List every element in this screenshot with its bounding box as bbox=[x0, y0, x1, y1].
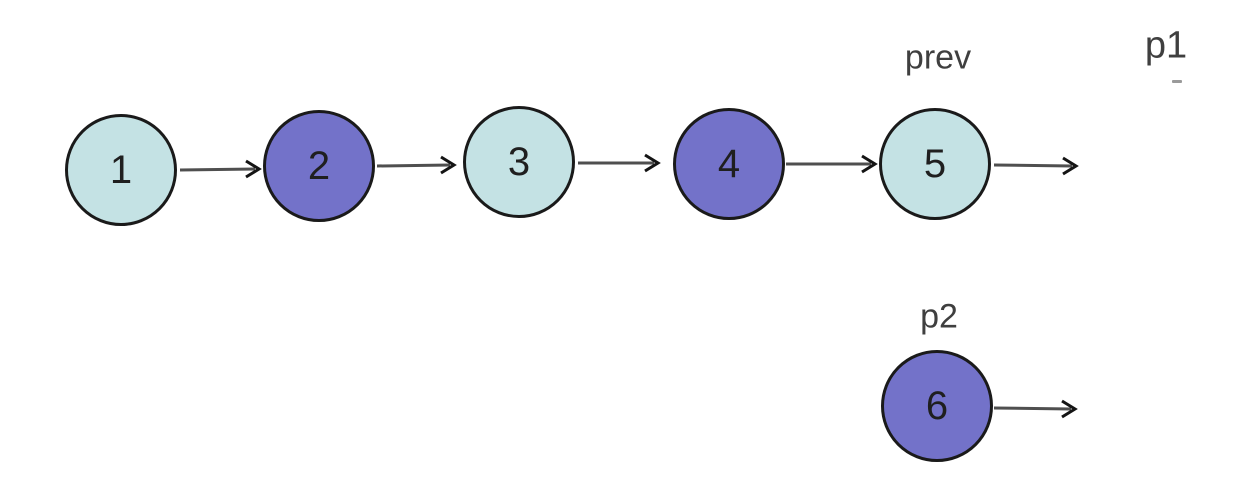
pointer-label-prev: prev bbox=[904, 38, 972, 77]
arrow-shaft bbox=[376, 163, 451, 168]
node-value: 5 bbox=[923, 142, 947, 186]
next-pointer-arrow-1 bbox=[179, 159, 262, 179]
node-value: 3 bbox=[507, 140, 531, 184]
tick-mark bbox=[1172, 80, 1182, 83]
list-node-4: 4 bbox=[673, 108, 785, 220]
node-value: 6 bbox=[925, 384, 949, 428]
arrowhead-icon bbox=[1061, 399, 1078, 419]
arrowhead-icon bbox=[644, 153, 661, 173]
list-node-3: 3 bbox=[463, 106, 575, 218]
list-node-6: 6 bbox=[881, 350, 993, 462]
pointer-label-p1: p1 bbox=[1144, 24, 1188, 67]
arrow-shaft bbox=[179, 167, 256, 172]
list-node-2: 2 bbox=[263, 110, 375, 222]
node-value: 4 bbox=[717, 142, 741, 186]
next-pointer-arrow-6 bbox=[993, 399, 1078, 419]
next-pointer-arrow-3 bbox=[578, 153, 661, 173]
node-value: 2 bbox=[307, 144, 331, 188]
arrowhead-icon bbox=[861, 154, 878, 174]
arrowhead-icon bbox=[440, 155, 457, 175]
next-pointer-arrow-5 bbox=[993, 156, 1079, 176]
arrowhead-icon bbox=[245, 159, 262, 179]
next-pointer-arrow-4 bbox=[786, 154, 878, 174]
arrowhead-icon bbox=[1062, 156, 1079, 176]
list-node-5: 5 bbox=[879, 108, 991, 220]
pointer-label-p2: p2 bbox=[920, 297, 958, 336]
next-pointer-arrow-2 bbox=[376, 155, 457, 175]
list-node-1: 1 bbox=[65, 114, 177, 226]
arrow-shaft bbox=[993, 163, 1073, 168]
arrow-shaft bbox=[993, 406, 1072, 411]
node-value: 1 bbox=[109, 148, 133, 192]
